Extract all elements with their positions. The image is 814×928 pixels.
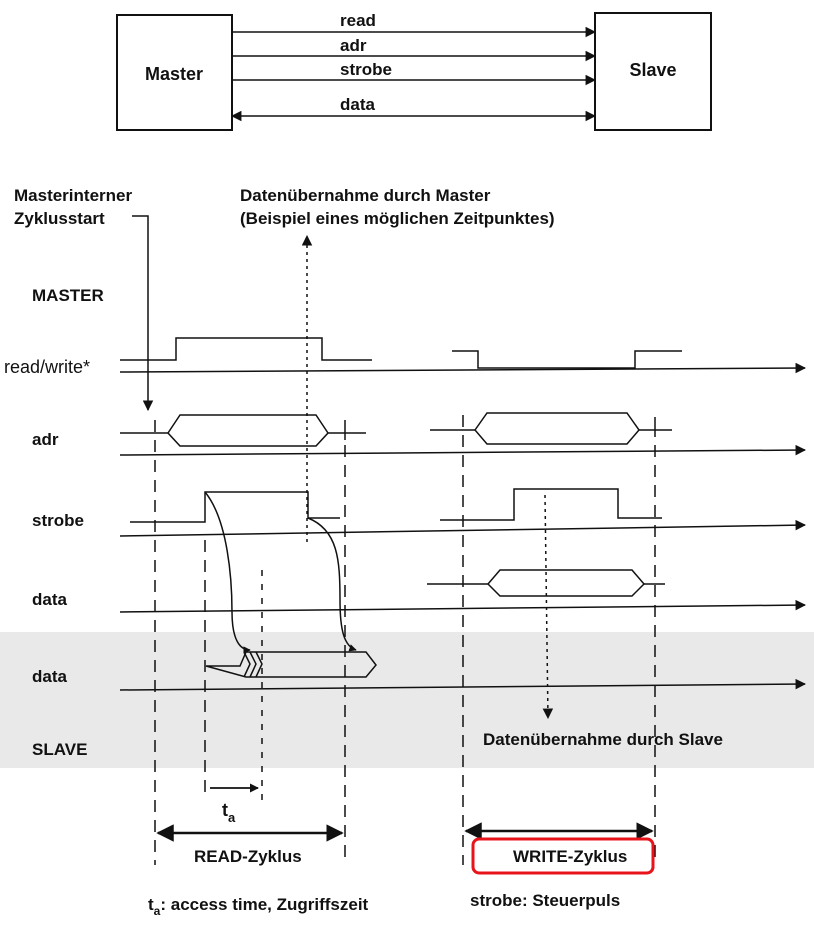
strobe-legend: strobe: Steuerpuls bbox=[470, 891, 620, 910]
master-box-label: Master bbox=[145, 64, 203, 84]
access-time-label: ta bbox=[222, 800, 236, 825]
cycle-start-label: Masterinterner Zyklusstart bbox=[14, 186, 137, 228]
read-write-label: read/write* bbox=[4, 357, 90, 377]
release-curve bbox=[307, 517, 357, 652]
data-signal-label: data bbox=[340, 95, 376, 114]
write-cycle-label: WRITE-Zyklus bbox=[513, 847, 627, 866]
master-data-take-label: Datenübernahme durch Master (Beispiel ei… bbox=[240, 186, 555, 228]
slave-data-take-arrow bbox=[542, 494, 554, 720]
access-curve bbox=[204, 491, 251, 654]
time-axes bbox=[119, 362, 807, 691]
read-write-axis bbox=[119, 362, 807, 374]
strobe-axis bbox=[119, 519, 807, 537]
slave-region-shade bbox=[0, 632, 814, 768]
read-signal-label: read bbox=[340, 11, 376, 30]
strobe-read-waveform bbox=[130, 491, 340, 523]
data-slave-read-waveform bbox=[205, 651, 377, 678]
write-cycle-highlight bbox=[471, 837, 655, 875]
slave-box-label: Slave bbox=[629, 60, 676, 80]
strobe-write-waveform bbox=[440, 488, 662, 521]
adr-label: adr bbox=[32, 430, 59, 449]
rw-read-waveform bbox=[120, 337, 372, 361]
access-time-legend: ta: access time, Zugriffszeit bbox=[148, 895, 369, 918]
master-box bbox=[116, 14, 233, 131]
adr-write-waveform bbox=[430, 412, 672, 445]
cycle-start-arrow bbox=[132, 215, 154, 412]
adr-signal-label: adr bbox=[340, 36, 367, 55]
slave-data-take-label: Datenübernahme durch Slave bbox=[483, 730, 723, 749]
adr-read-waveform bbox=[120, 414, 366, 447]
block-diagram bbox=[116, 12, 712, 131]
data-master-write-waveform bbox=[427, 569, 665, 597]
strobe-label: strobe bbox=[32, 511, 84, 530]
strobe-signal-label: strobe bbox=[340, 60, 392, 79]
waveforms bbox=[120, 337, 682, 678]
data-master-axis bbox=[119, 599, 807, 613]
rw-write-waveform bbox=[452, 350, 682, 369]
master-section-label: MASTER bbox=[32, 286, 104, 305]
cycle-boundaries bbox=[154, 415, 656, 865]
data-master-label: data bbox=[32, 590, 68, 609]
slave-box bbox=[594, 12, 712, 131]
adr-axis bbox=[119, 444, 807, 456]
data-slave-label: data bbox=[32, 667, 68, 686]
read-cycle-label: READ-Zyklus bbox=[194, 847, 302, 866]
slave-section-label: SLAVE bbox=[32, 740, 87, 759]
